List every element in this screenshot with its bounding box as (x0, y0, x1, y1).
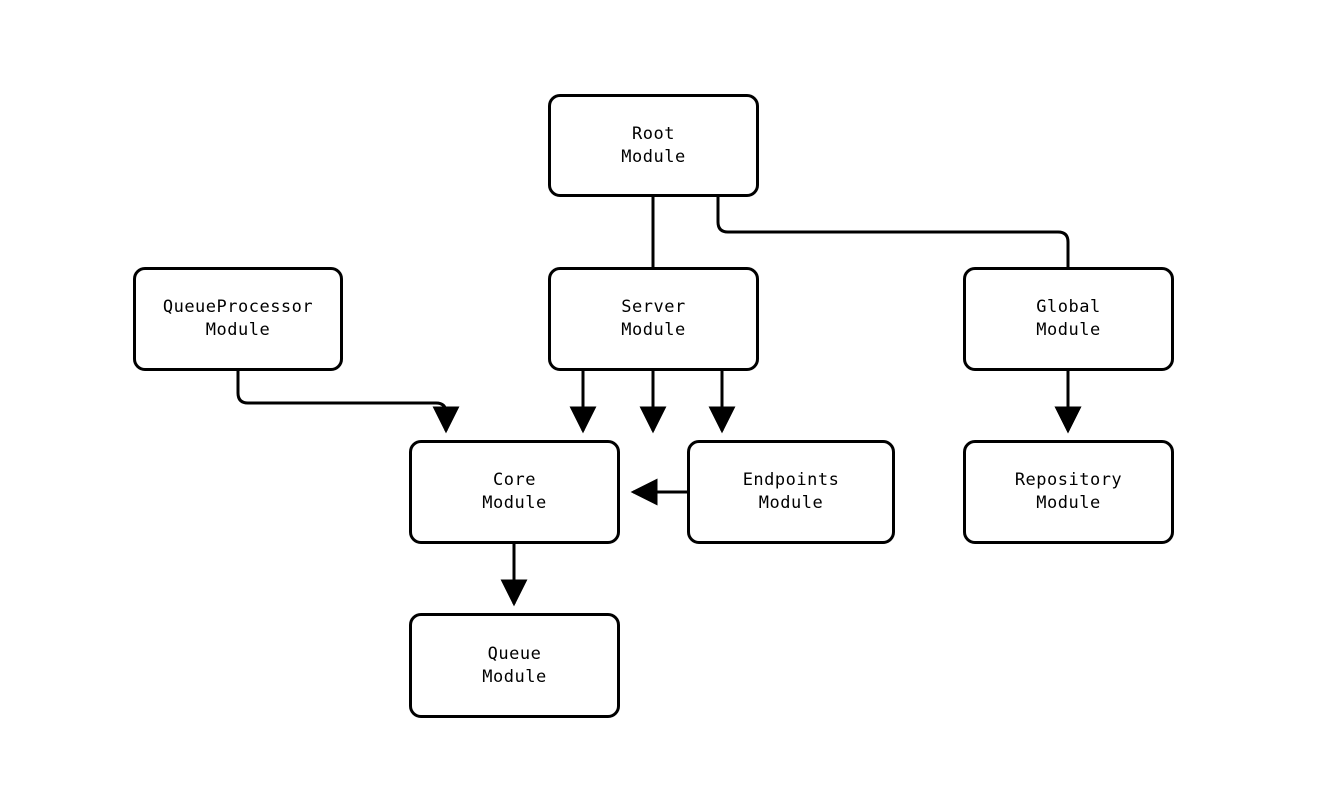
node-label-secondary: Module (758, 493, 824, 513)
node-label-primary: Queue (487, 643, 542, 664)
node-label-primary: QueueProcessor (162, 297, 314, 317)
edge-queueprocessor-to-core (236, 371, 460, 434)
node-label-secondary: Module (482, 666, 547, 687)
node-label-primary: Endpoints (742, 470, 840, 490)
node-label-primary: Core (493, 470, 536, 490)
node-label-secondary: Module (1036, 493, 1101, 513)
node-label-primary: Server (621, 297, 686, 317)
node-label-secondary: Module (1036, 320, 1101, 340)
node-label-primary: Global (1036, 297, 1101, 317)
node-label-secondary: Module (621, 320, 686, 340)
edge-group (236, 197, 1082, 607)
node-label-secondary: Module (621, 146, 686, 167)
node-label-secondary: Module (205, 320, 271, 340)
node-label-primary: Repository (1014, 470, 1123, 490)
node-label-primary: Root (632, 123, 675, 144)
node-label-secondary: Module (482, 493, 547, 513)
